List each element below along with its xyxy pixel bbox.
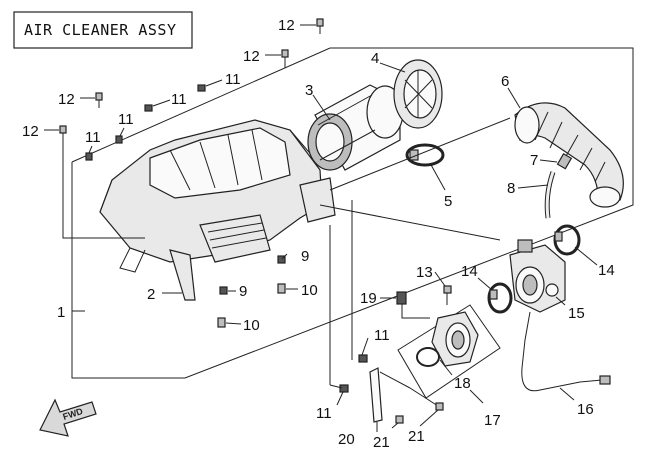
title-text: AIR CLEANER ASSY — [24, 21, 177, 39]
bolt-12-top — [316, 18, 324, 34]
screw-10-lower — [217, 317, 226, 328]
callout-12: 12 — [22, 123, 39, 140]
hose-clamp-14-lower — [487, 282, 513, 314]
screw-10-upper — [277, 283, 286, 294]
bracket-20 — [369, 367, 383, 423]
grommet-9-lower — [219, 286, 228, 295]
intake-adapter — [431, 311, 479, 367]
clip-11-c — [115, 135, 123, 144]
hose-clamp-5 — [405, 143, 445, 167]
callout-8: 8 — [507, 180, 515, 197]
callout-12: 12 — [243, 48, 260, 65]
callout-15: 15 — [568, 305, 585, 322]
bolt-13 — [443, 285, 452, 305]
callout-14: 14 — [598, 262, 615, 279]
callout-21: 21 — [408, 428, 425, 445]
grommet-9-upper — [277, 255, 286, 264]
callout-11: 11 — [118, 111, 134, 128]
clip-11-d — [85, 152, 93, 161]
callout-5: 5 — [444, 193, 452, 210]
callout-7: 7 — [530, 152, 538, 169]
hose-clamp-14-upper — [553, 224, 581, 256]
air-box-housing — [99, 119, 336, 301]
assembly-frame — [71, 47, 634, 379]
title-box: AIR CLEANER ASSY — [13, 11, 193, 49]
callout-labels: 12 12 12 12 11 11 11 11 11 11 3 4 5 6 7 … — [22, 17, 615, 451]
callout-1: 1 — [57, 304, 65, 321]
air-box-cover — [393, 59, 443, 129]
callout-2: 2 — [147, 286, 155, 303]
leader-lines — [44, 24, 598, 432]
filter-element — [307, 84, 404, 171]
bolt-12-left — [95, 92, 103, 108]
callout-17: 17 — [484, 412, 501, 429]
sensor-19 — [396, 291, 430, 319]
callout-18: 18 — [454, 375, 471, 392]
callout-9: 9 — [301, 248, 309, 265]
callout-11: 11 — [225, 71, 241, 88]
bolt-12-far-left — [59, 125, 67, 160]
callout-10: 10 — [243, 317, 260, 334]
callout-21: 21 — [373, 434, 390, 451]
bolt-12-mid — [281, 49, 289, 68]
callout-11: 11 — [85, 129, 101, 146]
o-ring-18 — [416, 347, 440, 367]
sensor-wire-16 — [521, 311, 611, 392]
callout-14: 14 — [461, 263, 478, 280]
callout-9: 9 — [239, 283, 247, 300]
fwd-arrow: FWD — [39, 398, 97, 437]
callout-4: 4 — [371, 50, 379, 67]
callout-12: 12 — [58, 91, 75, 108]
callout-11: 11 — [374, 327, 390, 344]
callout-3: 3 — [305, 82, 313, 99]
clip-11-e — [358, 354, 368, 363]
callout-13: 13 — [416, 264, 433, 281]
leader-12-left — [62, 160, 145, 239]
intake-duct — [514, 102, 624, 208]
callout-12: 12 — [278, 17, 295, 34]
callout-11: 11 — [316, 405, 332, 422]
breather-fitting-7 — [556, 152, 573, 170]
bolt-21-right — [409, 387, 444, 411]
throttle-body — [509, 239, 566, 313]
clip-11-b — [144, 104, 153, 112]
callout-11: 11 — [171, 91, 187, 108]
clip-11-f — [339, 384, 349, 393]
callout-20: 20 — [338, 431, 355, 448]
bolt-21-left — [395, 415, 404, 424]
callout-19: 19 — [360, 290, 377, 307]
clip-11-a — [197, 84, 206, 92]
callout-6: 6 — [501, 73, 509, 90]
callout-16: 16 — [577, 401, 594, 418]
breather-hose-8 — [544, 171, 556, 219]
callout-10: 10 — [301, 282, 318, 299]
